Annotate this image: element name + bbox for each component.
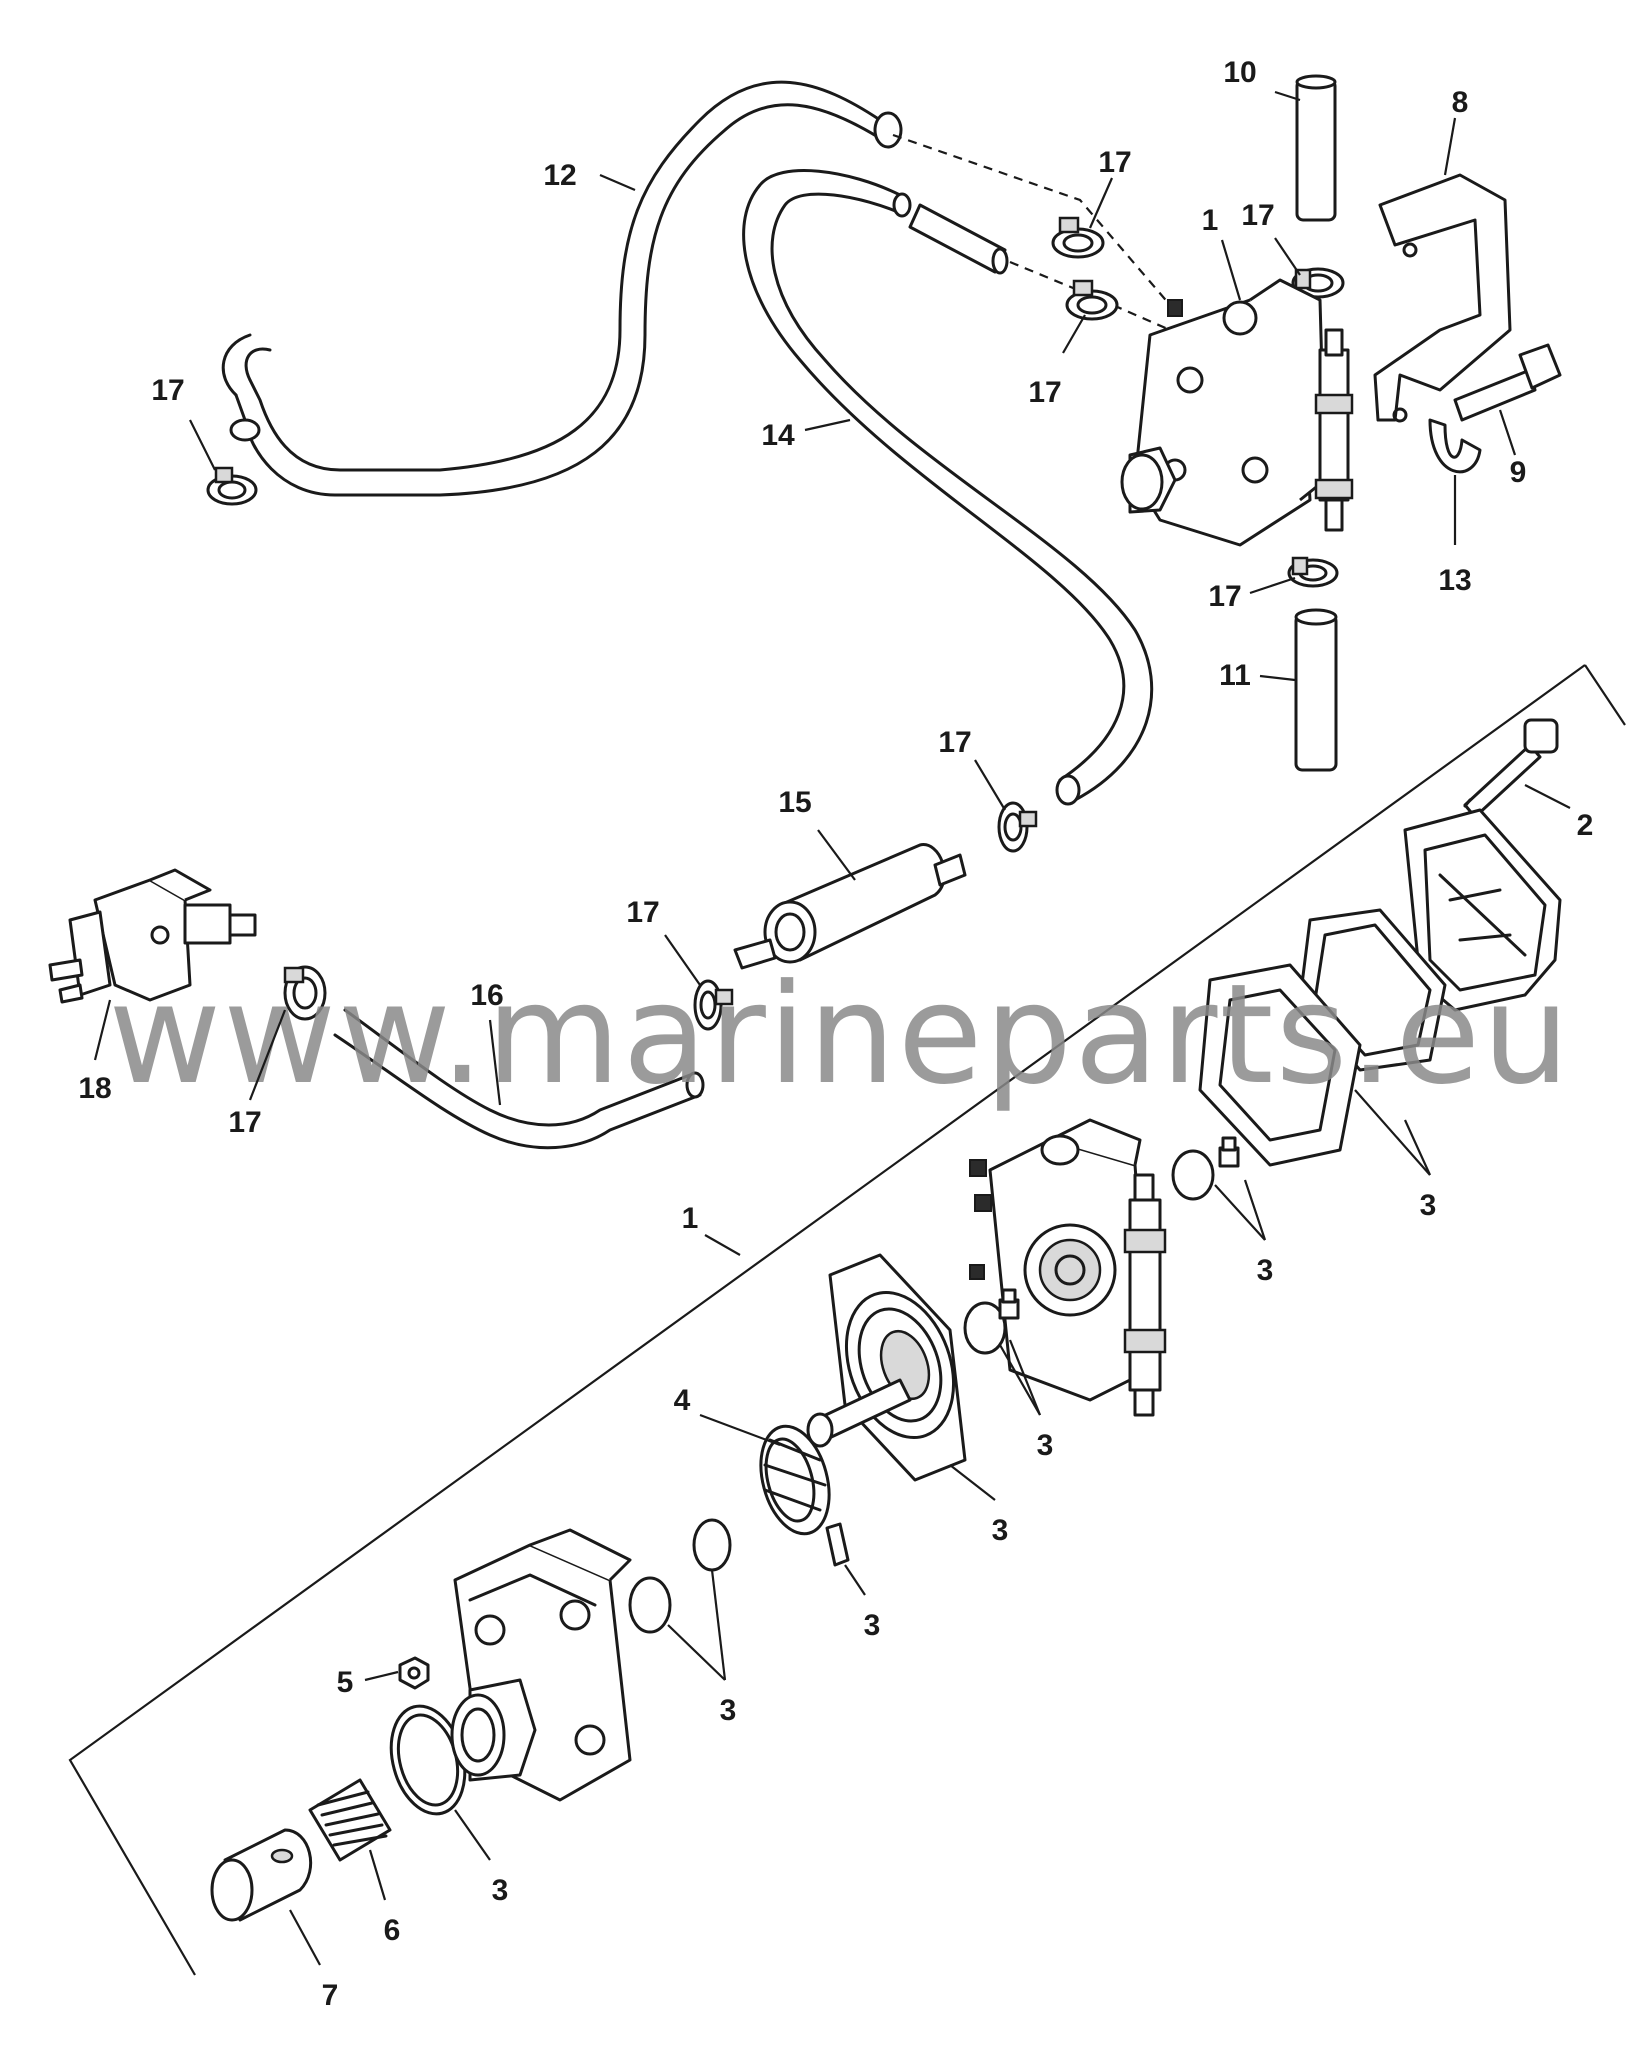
callout-10: 10 xyxy=(1223,56,1256,89)
callout-11: 11 xyxy=(1219,659,1251,692)
callout-17-c: 17 xyxy=(1028,376,1061,409)
callout-16: 16 xyxy=(470,979,503,1012)
valve-disc-lower xyxy=(963,1288,1020,1355)
hose-connector-short xyxy=(908,203,1009,275)
hose-14 xyxy=(742,169,1154,806)
clamp-17-e xyxy=(1287,556,1339,588)
callout-17-d: 17 xyxy=(151,374,184,407)
clamp-17-b xyxy=(1065,279,1119,321)
clip-13 xyxy=(1428,418,1482,474)
callout-17-b: 17 xyxy=(1241,199,1274,232)
watermark-text: www.marineparts.eu xyxy=(108,954,1571,1115)
fuel-pump-assembly-top xyxy=(1120,278,1354,547)
clamp-17-d xyxy=(206,466,258,506)
diaphragm-assembly xyxy=(806,1253,967,1482)
clamp-17-h xyxy=(283,965,327,1021)
pump-body-center xyxy=(969,1118,1167,1417)
callout-9: 9 xyxy=(1510,456,1527,489)
callout-17-f: 17 xyxy=(938,726,971,759)
pin xyxy=(825,1522,850,1567)
fuel-filter-15 xyxy=(733,843,967,970)
callout-14: 14 xyxy=(761,419,795,452)
hose-12 xyxy=(221,80,903,497)
callout-17-e: 17 xyxy=(1208,580,1241,613)
clamp-17-g xyxy=(693,979,734,1031)
bracket-8 xyxy=(1373,173,1512,423)
plunger-7 xyxy=(210,1828,313,1922)
gasket xyxy=(1198,963,1362,1167)
bolt-9 xyxy=(1453,343,1562,422)
hose-10 xyxy=(1295,74,1337,222)
callout-17-g: 17 xyxy=(626,896,659,929)
callout-6: 6 xyxy=(384,1914,401,1947)
clamp-17-a xyxy=(1051,216,1105,259)
callout-8: 8 xyxy=(1452,86,1469,119)
hose-11 xyxy=(1294,608,1338,772)
nut-5 xyxy=(398,1656,430,1690)
spring-6 xyxy=(308,1778,392,1862)
pump-housing-rear xyxy=(450,1528,632,1802)
hose-16 xyxy=(333,1008,705,1150)
callout-1-top: 1 xyxy=(1202,204,1219,237)
callout-17-h: 17 xyxy=(228,1106,261,1139)
fuel-connector-18 xyxy=(48,868,257,1004)
callout-3-a: 3 xyxy=(1420,1189,1437,1222)
callout-1-exploded: 1 xyxy=(682,1202,699,1235)
o-ring-medium xyxy=(628,1576,672,1634)
exploded-view-border xyxy=(68,664,1626,1976)
callout-4: 4 xyxy=(674,1384,691,1417)
callout-2: 2 xyxy=(1577,809,1594,842)
valve-disc-upper xyxy=(1171,1136,1240,1201)
callout-3-f: 3 xyxy=(720,1694,737,1727)
callout-3-g: 3 xyxy=(492,1874,509,1907)
callout-3-c: 3 xyxy=(1037,1429,1054,1462)
callout-3-b: 3 xyxy=(1257,1254,1274,1287)
bolt-2 xyxy=(1463,718,1559,819)
leader-lines xyxy=(93,90,1571,1966)
callout-18: 18 xyxy=(78,1072,111,1105)
callout-5: 5 xyxy=(337,1666,354,1699)
callout-3-d: 3 xyxy=(992,1514,1009,1547)
callout-12: 12 xyxy=(543,159,576,192)
callout-13: 13 xyxy=(1438,564,1471,597)
spring-4 xyxy=(759,1424,831,1536)
clamp-17-f xyxy=(997,801,1038,853)
callout-17-a: 17 xyxy=(1098,146,1131,179)
o-ring-small xyxy=(692,1518,732,1572)
callout-7: 7 xyxy=(322,1979,339,2012)
callout-3-e: 3 xyxy=(864,1609,881,1642)
callout-15: 15 xyxy=(778,786,811,819)
assembly-line-1 xyxy=(892,133,1171,306)
